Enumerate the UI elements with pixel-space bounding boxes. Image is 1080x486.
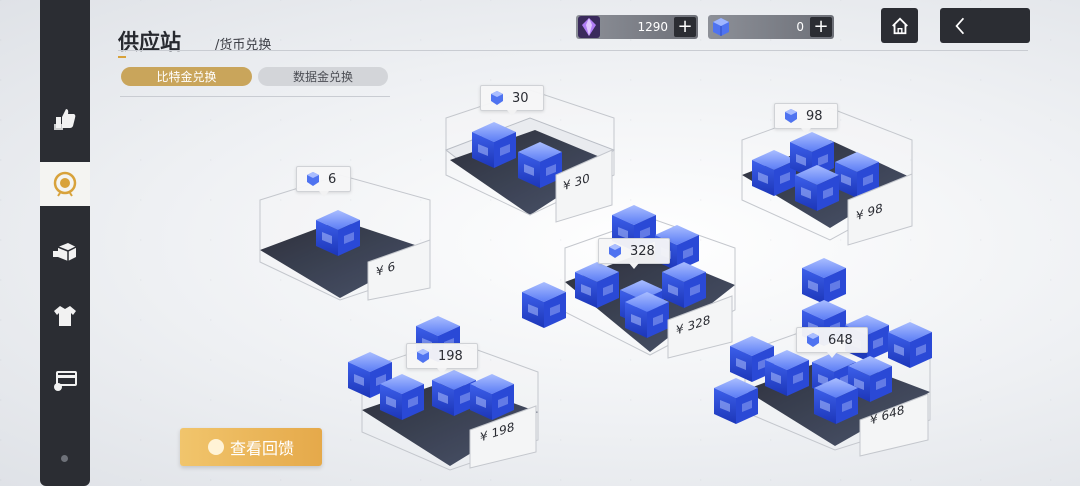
tab-data-gold[interactable]: 数据金兑换 xyxy=(258,67,388,86)
pack-amount: 98 xyxy=(806,108,823,124)
pack-label-648: 648 xyxy=(796,327,868,358)
data-cube-icon xyxy=(609,244,621,258)
currency-cube: 0 + xyxy=(708,15,834,39)
sidebar-item-outfits[interactable] xyxy=(40,294,90,338)
data-cube-icon xyxy=(807,333,819,347)
pack-label-6: 6 xyxy=(296,166,352,197)
currency-cube-value: 0 xyxy=(796,20,804,34)
tab-bit-gold[interactable]: 比特金兑换 xyxy=(121,67,252,86)
view-feedback-button[interactable]: 查看回馈 xyxy=(180,428,322,466)
pack-648[interactable] xyxy=(714,258,932,457)
view-feedback-label: 查看回馈 xyxy=(229,439,294,458)
coin-badge-icon xyxy=(53,171,77,197)
pack-198[interactable] xyxy=(348,316,539,471)
pack-amount: 198 xyxy=(438,348,463,364)
pack-98[interactable] xyxy=(741,107,913,246)
sidebar-item-likes[interactable] xyxy=(40,96,90,140)
add-gem-button[interactable]: + xyxy=(674,17,696,37)
add-cube-button[interactable]: + xyxy=(810,17,832,37)
home-icon xyxy=(891,16,908,34)
card-icon xyxy=(54,371,77,391)
pack-amount: 6 xyxy=(328,171,337,187)
pack-label-98: 98 xyxy=(774,103,838,134)
back-arrow-icon xyxy=(955,17,965,34)
sidebar-item-cards[interactable] xyxy=(40,358,90,402)
pack-6[interactable] xyxy=(259,174,431,301)
data-cube-icon xyxy=(417,349,429,363)
data-cube-icon xyxy=(491,91,503,105)
pack-label-198: 198 xyxy=(406,343,478,374)
back-button[interactable] xyxy=(940,8,1030,43)
home-button[interactable] xyxy=(881,8,918,43)
pack-amount: 328 xyxy=(630,243,655,259)
pack-amount: 30 xyxy=(512,90,529,106)
pack-label-328: 328 xyxy=(598,238,670,269)
data-cube-icon xyxy=(307,172,319,186)
pack-328[interactable] xyxy=(522,205,736,359)
currency-gem-value: 1290 xyxy=(637,20,668,34)
sidebar-item-exchange[interactable] xyxy=(40,162,90,206)
package-icon xyxy=(53,243,77,261)
title-divider xyxy=(118,50,1028,51)
pack-amount: 648 xyxy=(828,332,853,348)
sidebar-item-packages[interactable] xyxy=(40,230,90,274)
pack-label-30: 30 xyxy=(480,85,544,116)
thumbs-up-icon xyxy=(54,109,76,130)
data-cube-icon xyxy=(785,109,797,123)
sidebar xyxy=(40,0,90,486)
page-subtitle: /货币兑换 xyxy=(215,38,272,53)
shirt-icon xyxy=(54,306,76,326)
currency-gem: 1290 + xyxy=(576,15,698,39)
pack-30[interactable] xyxy=(444,89,616,223)
tab-divider xyxy=(120,96,390,97)
coin-icon xyxy=(207,439,224,455)
data-cube-icon xyxy=(713,18,729,36)
sidebar-dot xyxy=(61,455,68,462)
gem-icon xyxy=(578,16,600,38)
title-accent xyxy=(118,56,126,58)
